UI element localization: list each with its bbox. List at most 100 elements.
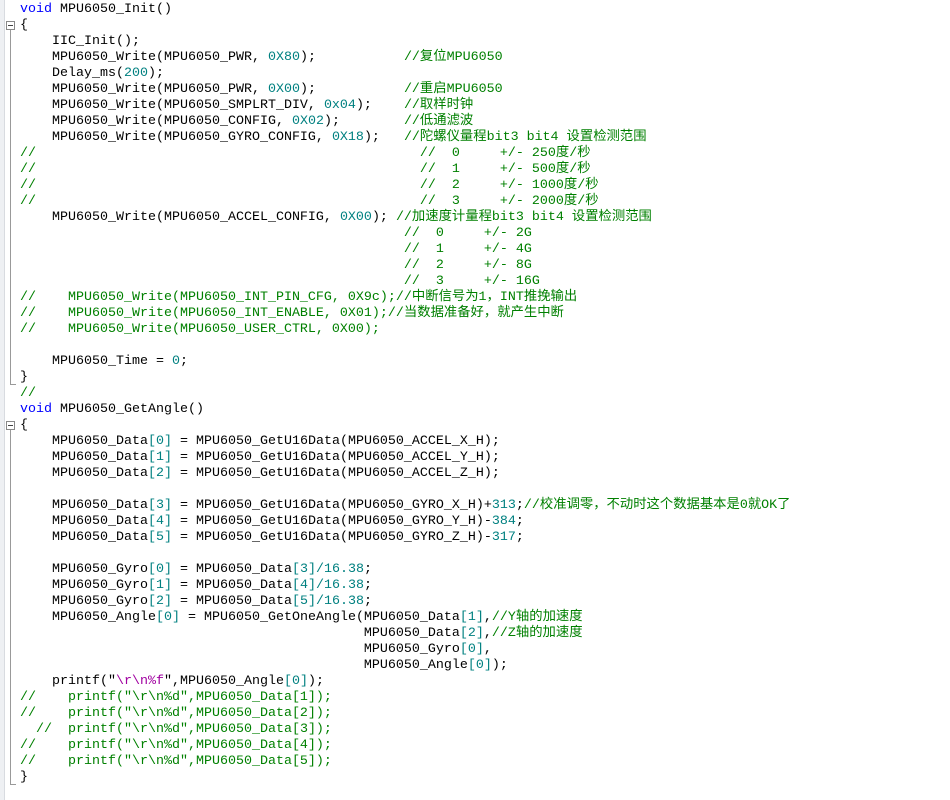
code-line[interactable]: } [20, 370, 791, 386]
code-line[interactable]: // printf("\r\n%d",MPU6050_Data[1]); [20, 690, 791, 706]
code-line[interactable]: } [20, 770, 791, 786]
code-line[interactable]: MPU6050_Angle[0]); [20, 658, 791, 674]
code-line[interactable]: { [20, 18, 791, 34]
code-line[interactable]: MPU6050_Write(MPU6050_GYRO_CONFIG, 0X18)… [20, 130, 791, 146]
code-line[interactable]: // 3 +/- 16G [20, 274, 791, 290]
code-line[interactable]: MPU6050_Gyro[0], [20, 642, 791, 658]
code-token: , [483, 610, 492, 625]
code-line[interactable]: MPU6050_Write(MPU6050_PWR, 0X80); //复位MP… [20, 50, 791, 66]
code-token: ; [363, 594, 372, 609]
code-line[interactable]: MPU6050_Angle[0] = MPU6050_GetOneAngle(M… [20, 610, 791, 626]
code-line[interactable]: IIC_Init(); [20, 34, 791, 50]
code-line[interactable]: // // 3 +/- 2000度/秒 [20, 194, 791, 210]
code-line[interactable]: MPU6050_Gyro[0] = MPU6050_Data[3]/16.38; [20, 562, 791, 578]
code-line[interactable]: // MPU6050_Write(MPU6050_USER_CTRL, 0X00… [20, 322, 791, 338]
code-line[interactable]: // // 0 +/- 250度/秒 [20, 146, 791, 162]
code-line[interactable]: { [20, 418, 791, 434]
comment-token: //低通滤波 [403, 114, 474, 129]
comment-token: // 2 +/- 8G [403, 258, 532, 273]
code-line[interactable]: MPU6050_Time = 0; [20, 354, 791, 370]
code-text-area[interactable]: void MPU6050_Init(){ IIC_Init(); MPU6050… [20, 2, 791, 786]
number-token: [2] [147, 594, 172, 609]
code-token: MPU6050_Data [20, 434, 148, 449]
code-line[interactable]: // 0 +/- 2G [20, 226, 791, 242]
code-line[interactable]: MPU6050_Write(MPU6050_PWR, 0X00); //重启MP… [20, 82, 791, 98]
code-token: ); [363, 130, 404, 145]
code-token: = MPU6050_Data [171, 562, 292, 577]
code-token: = MPU6050_GetU16Data(MPU6050_GYRO_Z_H)- [171, 530, 492, 545]
number-token: 317 [491, 530, 516, 545]
code-token: ; [515, 498, 524, 513]
number-token: 0X00 [339, 210, 372, 225]
code-line[interactable]: MPU6050_Data[5] = MPU6050_GetU16Data(MPU… [20, 530, 791, 546]
code-line[interactable]: // MPU6050_Write(MPU6050_INT_PIN_CFG, 0X… [20, 290, 791, 306]
code-line[interactable]: printf("\r\n%f",MPU6050_Angle[0]); [20, 674, 791, 690]
code-token: MPU6050_Gyro [20, 594, 148, 609]
code-token: ; [515, 530, 524, 545]
code-token: , [483, 642, 492, 657]
number-token: 0X02 [291, 114, 324, 129]
code-line[interactable]: MPU6050_Data[2],//Z轴的加速度 [20, 626, 791, 642]
code-line[interactable]: MPU6050_Data[1] = MPU6050_GetU16Data(MPU… [20, 450, 791, 466]
code-line[interactable] [20, 338, 791, 354]
code-token: MPU6050_Gyro [20, 562, 148, 577]
code-line[interactable]: // MPU6050_Write(MPU6050_INT_ENABLE, 0X0… [20, 306, 791, 322]
comment-token: // // 0 +/- 250度/秒 [20, 146, 591, 161]
comment-token: // 1 +/- 4G [403, 242, 532, 257]
number-token: [0] [283, 674, 308, 689]
code-token: = MPU6050_GetU16Data(MPU6050_ACCEL_X_H); [171, 434, 500, 449]
code-token: MPU6050_Data [20, 514, 148, 529]
code-line[interactable]: MPU6050_Write(MPU6050_CONFIG, 0X02); //低… [20, 114, 791, 130]
code-token: MPU6050_GetAngle() [52, 402, 204, 417]
code-token: MPU6050_Write(MPU6050_PWR, [20, 50, 268, 65]
code-line[interactable]: MPU6050_Data[0] = MPU6050_GetU16Data(MPU… [20, 434, 791, 450]
code-token: MPU6050_Data [20, 466, 148, 481]
code-line[interactable]: // printf("\r\n%d",MPU6050_Data[2]); [20, 706, 791, 722]
code-line[interactable]: MPU6050_Data[4] = MPU6050_GetU16Data(MPU… [20, 514, 791, 530]
number-token: 313 [491, 498, 516, 513]
fold-end-mark [10, 784, 16, 785]
code-token: ); [147, 66, 164, 81]
code-line[interactable]: // // 1 +/- 500度/秒 [20, 162, 791, 178]
code-token [20, 722, 36, 737]
code-line[interactable]: MPU6050_Write(MPU6050_SMPLRT_DIV, 0x04);… [20, 98, 791, 114]
code-token: IIC_Init(); [20, 34, 140, 49]
code-line[interactable]: MPU6050_Gyro[2] = MPU6050_Data[5]/16.38; [20, 594, 791, 610]
fold-toggle-getangle-icon[interactable] [6, 421, 15, 430]
number-token: [5]/16.38 [291, 594, 364, 609]
comment-token: // MPU6050_Write(MPU6050_INT_ENABLE, 0X0… [20, 306, 564, 321]
code-line[interactable]: // [20, 386, 791, 402]
comment-token: //加速度计量程bit3 bit4 设置检测范围 [395, 210, 652, 225]
fold-toggle-init-icon[interactable] [6, 21, 15, 30]
code-line[interactable]: MPU6050_Gyro[1] = MPU6050_Data[4]/16.38; [20, 578, 791, 594]
comment-token: // 3 +/- 16G [403, 274, 540, 289]
code-token: MPU6050_Write(MPU6050_GYRO_CONFIG, [20, 130, 332, 145]
comment-token: // [20, 386, 36, 401]
code-line[interactable]: // printf("\r\n%d",MPU6050_Data[4]); [20, 738, 791, 754]
code-line[interactable] [20, 546, 791, 562]
code-line[interactable]: // printf("\r\n%d",MPU6050_Data[3]); [20, 722, 791, 738]
comment-token: //Z轴的加速度 [491, 626, 583, 641]
code-line[interactable]: MPU6050_Data[3] = MPU6050_GetU16Data(MPU… [20, 498, 791, 514]
code-line[interactable]: // // 2 +/- 1000度/秒 [20, 178, 791, 194]
code-token: ; [179, 354, 188, 369]
code-token: = MPU6050_GetOneAngle(MPU6050_Data [179, 610, 460, 625]
number-token: 0 [171, 354, 180, 369]
code-line[interactable]: Delay_ms(200); [20, 66, 791, 82]
comment-token: //取样时钟 [403, 98, 474, 113]
code-line[interactable] [20, 482, 791, 498]
code-token: ); [299, 82, 404, 97]
code-line[interactable]: MPU6050_Write(MPU6050_ACCEL_CONFIG, 0X00… [20, 210, 791, 226]
code-line[interactable]: // 2 +/- 8G [20, 258, 791, 274]
code-line[interactable]: // printf("\r\n%d",MPU6050_Data[5]); [20, 754, 791, 770]
number-token: 0x04 [323, 98, 356, 113]
number-token: [4] [147, 514, 172, 529]
code-line[interactable]: MPU6050_Data[2] = MPU6050_GetU16Data(MPU… [20, 466, 791, 482]
code-token: MPU6050_Angle [20, 610, 156, 625]
code-line[interactable]: // 1 +/- 4G [20, 242, 791, 258]
comment-token: //复位MPU6050 [403, 50, 503, 65]
code-line[interactable]: void MPU6050_Init() [20, 2, 791, 18]
number-token: 0X18 [331, 130, 364, 145]
code-line[interactable]: void MPU6050_GetAngle() [20, 402, 791, 418]
